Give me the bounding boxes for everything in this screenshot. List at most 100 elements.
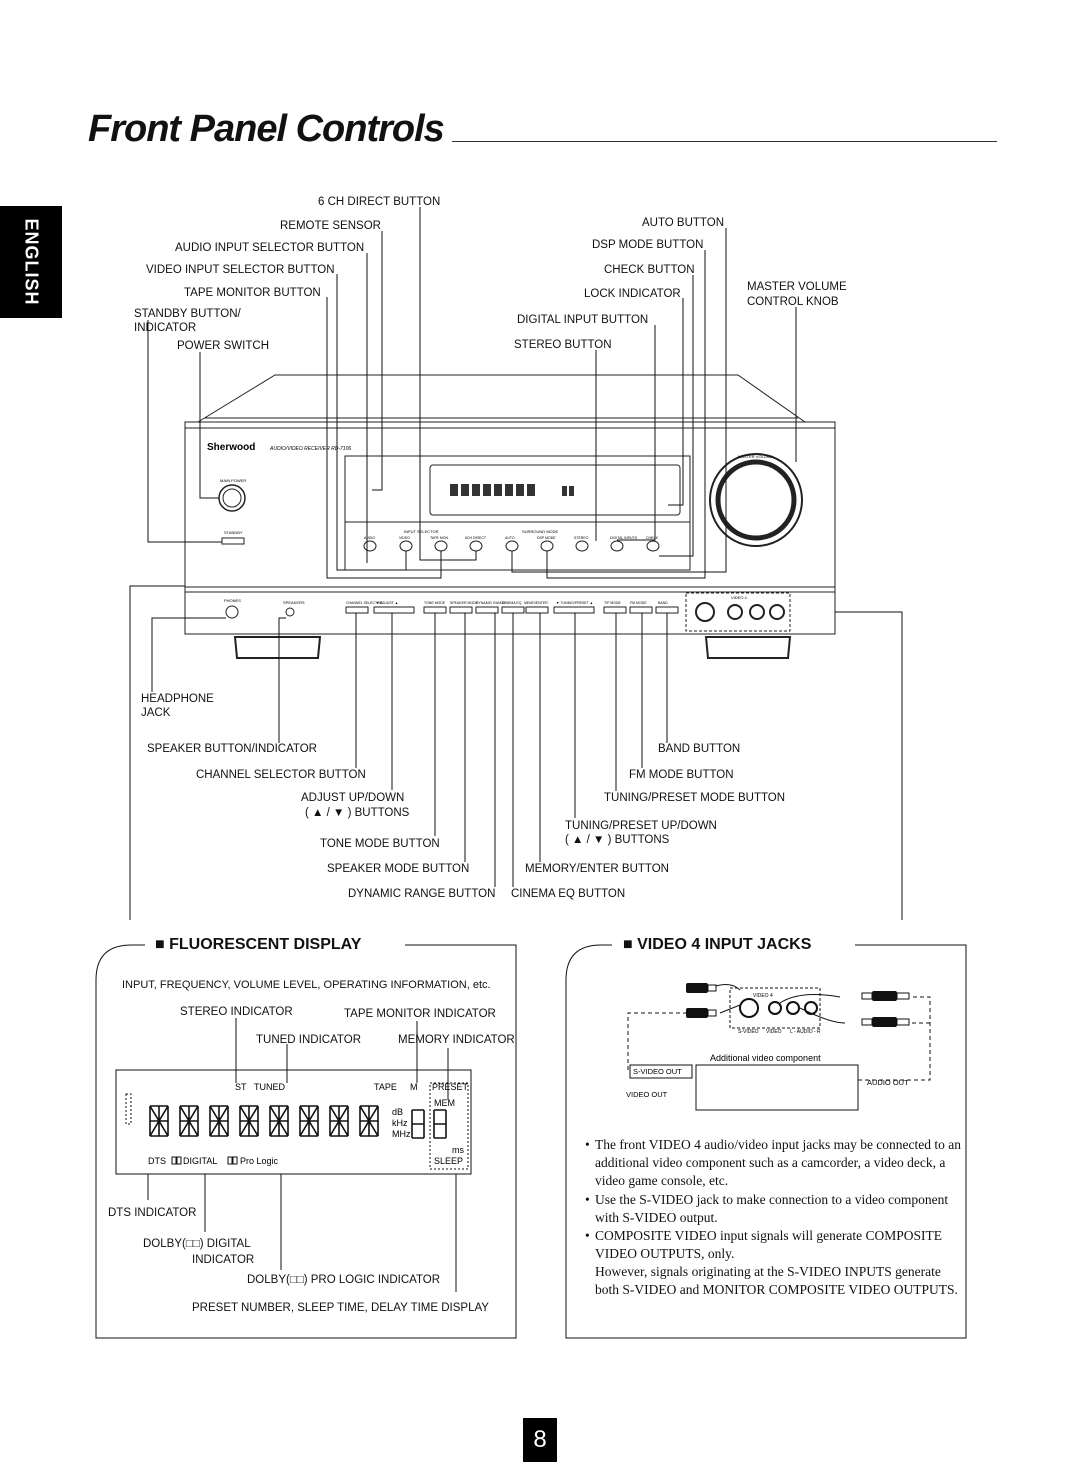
diagram-s-video-out: S-VIDEO OUT [633, 1067, 682, 1076]
receiver-row1-label: VIDEO [399, 536, 410, 540]
diagram-jack-label: S-VIDEO [738, 1029, 759, 1035]
segment-character [329, 1105, 349, 1137]
page-number: 8 [523, 1418, 557, 1462]
screen-db: dB [392, 1107, 403, 1117]
receiver-row1-label: AUTO [505, 536, 515, 540]
receiver-row1-label: AUDIO [364, 536, 375, 540]
screen-preset: PRESET [432, 1082, 469, 1092]
screen-tape: TAPE [374, 1082, 397, 1092]
fluorescent-display-diagram: ST TUNED TAPE M PRESET MEM dB kHz MHz ms… [115, 1018, 472, 1292]
diagram-jack-label: L - AUDIO - R [790, 1029, 821, 1035]
label-digital-input: DIGITAL INPUT BUTTON [517, 314, 649, 326]
receiver-row1-label: TAPE MON. [430, 536, 449, 540]
receiver-row2-label: SPEAKER MODE [450, 601, 479, 605]
label-video-input-selector: VIDEO INPUT SELECTOR BUTTON [146, 264, 335, 276]
label-power-switch: POWER SWITCH [177, 340, 269, 352]
receiver-row2-label: ▼ TUNING/PRESET ▲ [556, 601, 593, 605]
fd-dolby-digital-line1: DOLBY(□□) DIGITAL [143, 1238, 251, 1250]
label-check-button: CHECK BUTTON [604, 264, 695, 276]
receiver-model: AUDIO/VIDEO RECEIVER RD-7106 [269, 446, 351, 452]
receiver-row1-label: STEREO [574, 536, 589, 540]
label-lock-indicator: LOCK INDICATOR [584, 288, 681, 300]
fluorescent-display-heading-text: FLUORESCENT DISPLAY [169, 936, 362, 953]
receiver-speakers: SPEAKERS [283, 600, 305, 605]
fd-top-caption: INPUT, FREQUENCY, VOLUME LEVEL, OPERATIN… [122, 979, 491, 991]
label-auto-button: AUTO BUTTON [642, 217, 724, 229]
fd-dts-indicator: DTS INDICATOR [108, 1207, 197, 1219]
label-audio-input-selector: AUDIO INPUT SELECTOR BUTTON [175, 242, 365, 254]
receiver-row1-label: CHECK [646, 536, 659, 540]
screen-mem: MEM [434, 1098, 455, 1108]
fd-dolby-digital-line2: INDICATOR [192, 1254, 255, 1266]
label-tuning-preset-mode: TUNING/PRESET MODE BUTTON [604, 792, 786, 804]
receiver-row2-label: BAND [658, 601, 668, 605]
title-rule [452, 141, 997, 142]
label-tape-monitor: TAPE MONITOR BUTTON [184, 287, 321, 299]
receiver-input-selector: INPUT SELECTOR [404, 529, 439, 534]
screen-prologic: Pro Logic [240, 1156, 279, 1166]
fd-tuned-indicator: TUNED INDICATOR [256, 1034, 361, 1046]
video4-heading: ■ VIDEO 4 INPUT JACKS [623, 936, 812, 953]
receiver-phones: PHONES [224, 598, 241, 603]
label-channel-selector: CHANNEL SELECTOR BUTTON [196, 769, 366, 781]
screen-mhz: MHz [392, 1129, 411, 1139]
receiver-row1-label: 6CH DIRECT [465, 536, 487, 540]
receiver-row2-label: ▼ ADJUST ▲ [376, 601, 398, 605]
language-tab: ENGLISH [0, 206, 62, 318]
receiver-row2-label: CHANNEL SELECTOR [346, 601, 383, 605]
section-frames [95, 944, 967, 1339]
diagram-video-out: VIDEO OUT [626, 1090, 668, 1099]
video4-bullet-2-text: Use the S-VIDEO jack to make connection … [595, 1192, 949, 1225]
receiver-row2-label: T/P MODE [604, 601, 622, 605]
label-standby-line2: INDICATOR [134, 322, 197, 334]
segment-character [269, 1105, 289, 1137]
video4-bullet-3-text: COMPOSITE VIDEO input signals will gener… [595, 1228, 942, 1261]
video4-bullet-1: • The front VIDEO 4 audio/video input ja… [585, 1136, 965, 1190]
receiver-row2-label: DYNAMIC RANGE [476, 601, 506, 605]
receiver-master-volume-label: MASTER VOLUME [738, 454, 773, 459]
screen-m: M [410, 1082, 418, 1092]
receiver-brand: Sherwood [207, 442, 255, 453]
label-tone-mode: TONE MODE BUTTON [320, 838, 440, 850]
segment-character [209, 1105, 229, 1137]
fd-memory-indicator: MEMORY INDICATOR [398, 1034, 515, 1046]
label-speaker-mode: SPEAKER MODE BUTTON [327, 863, 470, 875]
screen-ms: ms [452, 1145, 464, 1155]
segment-character [149, 1105, 169, 1137]
label-headphone-line1: HEADPHONE [141, 693, 214, 705]
video4-bullet-3: • COMPOSITE VIDEO input signals will gen… [585, 1227, 965, 1263]
video4-note: However, signals originating at the S-VI… [595, 1264, 958, 1297]
preset-digit [433, 1109, 447, 1139]
fluorescent-display-heading: ■ FLUORESCENT DISPLAY [155, 936, 362, 953]
receiver-row2-label: CINEMA EQ [502, 601, 522, 605]
diagram-audio-out: AUDIO OUT [867, 1078, 909, 1087]
receiver-row1-label: DSP MODE [537, 536, 556, 540]
receiver-standby: STANDBY [224, 530, 243, 535]
fd-tape-monitor-indicator: TAPE MONITOR INDICATOR [344, 1008, 496, 1020]
label-tuning-updown-line1: TUNING/PRESET UP/DOWN [565, 820, 717, 832]
fd-stereo-indicator: STEREO INDICATOR [180, 1006, 293, 1018]
fd-preset-caption: PRESET NUMBER, SLEEP TIME, DELAY TIME DI… [192, 1302, 489, 1314]
screen-sleep: SLEEP [434, 1156, 463, 1166]
label-speaker-button: SPEAKER BUTTON/INDICATOR [147, 743, 317, 755]
video4-bullet-2: • Use the S-VIDEO jack to make connectio… [585, 1191, 965, 1227]
screen-tuned: TUNED [254, 1082, 285, 1092]
label-standby-line1: STANDBY BUTTON/ [134, 308, 241, 320]
receiver-row1-label: DIGITAL INPUTS [610, 536, 638, 540]
segment-character [299, 1105, 319, 1137]
fd-dolby-pro-logic: DOLBY(□□) PRO LOGIC INDICATOR [247, 1274, 441, 1286]
receiver-surround-mode: SURROUND MODE [522, 529, 559, 534]
preset-digit [411, 1109, 425, 1139]
video4-heading-text: VIDEO 4 INPUT JACKS [637, 936, 812, 953]
label-band-button: BAND BUTTON [658, 743, 741, 755]
receiver-video4: VIDEO 4 [731, 595, 748, 600]
label-adjust-line2: ( ▲ / ▼ ) BUTTONS [305, 807, 410, 819]
receiver-diagram: Sherwood AUDIO/VIDEO RECEIVER RD-7106 MA… [129, 207, 903, 920]
label-cinema-eq: CINEMA EQ BUTTON [511, 888, 626, 900]
label-remote-sensor: REMOTE SENSOR [280, 220, 381, 232]
video4-bullet-1-text: The front VIDEO 4 audio/video input jack… [595, 1137, 962, 1188]
segment-character [359, 1105, 379, 1137]
segment-character [179, 1105, 199, 1137]
label-stereo-button: STEREO BUTTON [514, 339, 612, 351]
